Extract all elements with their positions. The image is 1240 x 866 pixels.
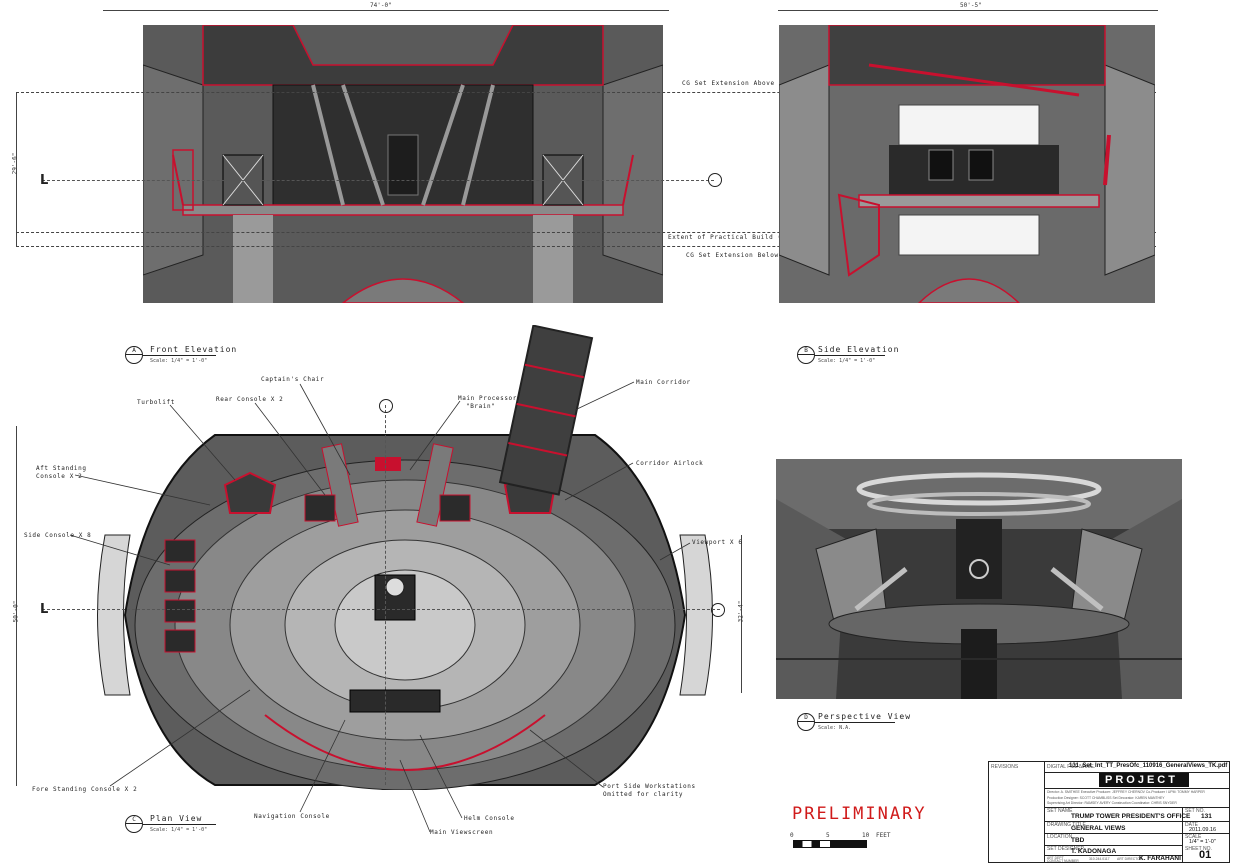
project-logo-text: PROJECT — [1105, 774, 1178, 786]
callout-aft-console-2: Console X 2 — [36, 473, 83, 480]
location-label: LOCATION — [1047, 834, 1073, 840]
scale-bar-ten: 10 — [862, 832, 870, 839]
callout-navigation-console: Navigation Console — [254, 813, 330, 820]
set-name-label: SET NAME — [1047, 808, 1073, 814]
callout-side-console: Side Console X 8 — [24, 532, 92, 539]
plan-view-titleline — [143, 824, 216, 825]
front-section-line — [42, 180, 714, 181]
set-no: 131 — [1201, 813, 1212, 820]
callout-main-viewscreen: Main Viewscreen — [430, 829, 494, 836]
callout-port-side: Port Side Workstations — [603, 783, 696, 790]
plan-center-line — [385, 405, 386, 785]
scale-bar — [793, 840, 867, 848]
credits-line-1: Director: A. SMITHEE Executive Producer:… — [1047, 790, 1205, 794]
callout-corridor-airlock: Corridor Airlock — [636, 460, 704, 467]
callout-main-processor-2: "Brain" — [466, 403, 496, 410]
practical-note: Extent of Practical Build (Discuss) — [668, 234, 816, 241]
plan-section-target-top-icon — [379, 399, 393, 413]
art-director-label: ART DIRECTOR — [1117, 857, 1143, 861]
front-section-target-icon — [708, 173, 722, 187]
front-view-title: Front Elevation — [150, 345, 238, 354]
side-view-title: Side Elevation — [818, 345, 900, 354]
plan-height-dimline-left — [16, 426, 17, 786]
side-elevation-drawing — [779, 25, 1155, 303]
drawing-title: GENERAL VIEWS — [1071, 825, 1126, 832]
art-director: K. FARAHANI — [1139, 855, 1181, 862]
plan-height-dimline-right — [741, 535, 742, 693]
callout-port-side-2: Omitted for clarity — [603, 791, 684, 798]
perspective-view-render — [776, 459, 1182, 699]
perspective-view-titleline — [815, 722, 895, 723]
scale-value: 1/4" = 1'-0" — [1189, 839, 1216, 845]
perspective-view-marker: D — [797, 713, 815, 731]
sheet-no: 01 — [1199, 849, 1212, 861]
callout-fore-console: Fore Standing Console X 2 — [32, 786, 138, 793]
front-elevation-drawing — [143, 25, 663, 303]
art-dept-label: ART DEPT — [1047, 856, 1064, 860]
plan-section-target-right-icon — [711, 603, 725, 617]
title-block: REVISIONS DIGITAL FILE NAME 131_Set_Int_… — [988, 761, 1230, 863]
designer-label: SET DESIGNER — [1047, 846, 1085, 852]
file-name-label: DIGITAL FILE NAME — [1047, 764, 1094, 770]
callout-aft-console: Aft Standing — [36, 465, 87, 472]
callout-helm-console: Helm Console — [464, 815, 515, 822]
cg-above-note: CG Set Extension Above — [682, 80, 775, 87]
credits-line-2: Production Designer: SCOTT CHAMBLISS Set… — [1047, 796, 1165, 800]
front-section-marker-left: L — [40, 173, 49, 188]
side-view-scale: Scale: 1/4" = 1'-0" — [818, 358, 876, 364]
date: 2011.09.16 — [1189, 827, 1217, 833]
plan-section-marker-left: L — [40, 602, 49, 617]
cg-above-line — [16, 92, 1156, 93]
front-width-dimline — [103, 10, 669, 11]
callout-rear-console: Rear Console X 2 — [216, 396, 284, 403]
side-width-dim: 50'-5" — [960, 2, 982, 9]
callout-captains-chair: Captain's Chair — [261, 376, 325, 383]
perspective-view-title: Perspective View — [818, 712, 912, 721]
scale-label: SCALE — [1185, 834, 1202, 840]
front-height-dimline — [16, 92, 17, 247]
cg-below-line — [16, 246, 1156, 247]
plan-view-scale: Scale: 1/4" = 1'-0" — [150, 827, 208, 833]
side-view-marker: B — [797, 346, 815, 364]
plan-view-marker: C — [125, 815, 143, 833]
contact: 310.244.0117 — [1089, 857, 1110, 861]
front-width-dim: 74'-0" — [370, 2, 392, 9]
preliminary-stamp: PRELIMINARY — [792, 804, 927, 824]
revisions-label: REVISIONS — [991, 764, 1019, 770]
file-name: 131_Set_Int_TT_PresOfc_110916_GeneralVie… — [1069, 763, 1228, 769]
callout-viewport: Viewport X 6 — [692, 539, 743, 546]
front-view-titleline — [143, 355, 216, 356]
scale-bar-five: 5 — [826, 832, 830, 839]
side-view-titleline — [815, 355, 885, 356]
scale-bar-unit: FEET — [876, 832, 891, 839]
side-width-dimline — [778, 10, 1158, 11]
front-view-scale: Scale: 1/4" = 1'-0" — [150, 358, 208, 364]
contact-label: CONTACT NUMBER — [1047, 859, 1079, 863]
practical-line — [16, 232, 1156, 233]
front-view-marker: A — [125, 346, 143, 364]
sheet-label: SHEET NO. — [1185, 846, 1212, 852]
set-name: TRUMP TOWER PRESIDENT'S OFFICE — [1071, 813, 1191, 820]
set-no-label: SET NO. — [1185, 808, 1205, 814]
drawing-title-label: DRAWING TITLE — [1047, 822, 1086, 828]
plan-view-title: Plan View — [150, 814, 203, 823]
date-label: DATE — [1185, 822, 1198, 828]
scale-bar-zero: 0 — [790, 832, 794, 839]
project-logo — [1099, 773, 1189, 787]
callout-turbolift: Turbolift — [137, 399, 175, 406]
perspective-view-scale: Scale: N.A. — [818, 725, 852, 731]
credits-line-3: Supervising Art Director: RAMSEY AVERY C… — [1047, 801, 1177, 805]
location: TBD — [1071, 837, 1085, 844]
callout-main-corridor: Main Corridor — [636, 379, 691, 386]
callout-main-processor: Main Processor — [458, 395, 517, 402]
cg-below-note: CG Set Extension Below — [686, 252, 779, 259]
plan-section-line — [42, 609, 720, 610]
plan-view-drawing — [85, 325, 725, 790]
designer: T. KADONAGA — [1071, 848, 1117, 855]
